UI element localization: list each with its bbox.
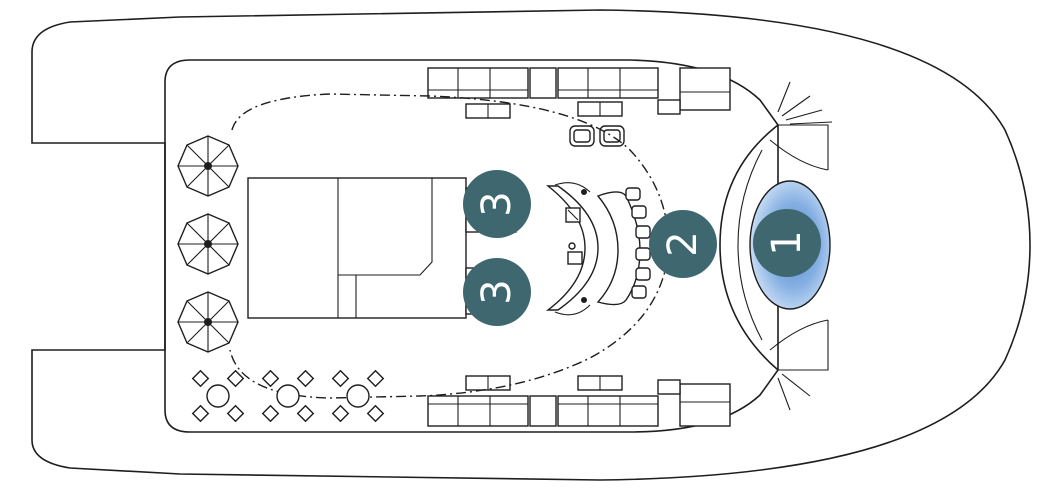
umbrella-icon [177,135,239,197]
umbrellas [177,135,239,353]
umbrella-icon [177,291,239,353]
stool-icon [625,187,641,201]
stair-upper [769,124,829,171]
marker-3-lower[interactable]: 3 [463,258,531,326]
table-chairs-icon [331,369,385,423]
armchairs [569,125,625,147]
marker-1[interactable]: 1 [753,209,821,277]
marker-3-upper[interactable]: 3 [463,170,531,238]
stool-icon [635,225,651,239]
umbrella-icon [177,213,239,275]
stool-icon [635,267,651,281]
marker-2-label: 2 [660,231,706,256]
marker-3-upper-label: 3 [474,191,520,216]
side-tables-bottom [465,375,623,391]
bow-arc-outer [719,124,779,371]
hull-outline [31,9,1031,481]
dining-sets [191,369,385,423]
stool-icon [631,285,647,299]
bow-rays [777,81,833,411]
table-chairs-icon [191,369,245,423]
stool-icon [631,205,647,219]
side-tables-top [465,101,623,119]
stair-lower [769,319,829,371]
marker-1-label: 1 [764,230,810,255]
sofa-top [427,67,731,115]
walkway-dashed [229,93,670,399]
bar-counter [545,182,641,316]
table-chairs-icon [261,369,315,423]
sofa-bottom [427,379,731,427]
marker-3-lower-label: 3 [474,279,520,304]
marker-2[interactable]: 2 [649,210,717,278]
bow-arc-inner [737,149,763,341]
bar-stools [625,187,651,299]
stool-icon [635,247,651,261]
